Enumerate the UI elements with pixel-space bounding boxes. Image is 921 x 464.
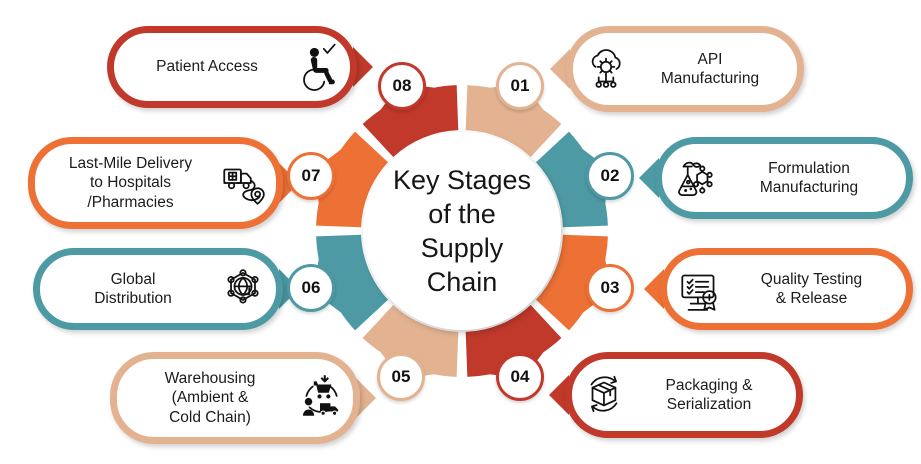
stage-badge-06[interactable]: 06	[287, 264, 335, 312]
card-tail-05	[356, 378, 376, 418]
stage-card-label-02: Formulation Manufacturing	[759, 159, 859, 196]
globe-network-icon	[216, 262, 270, 316]
stage-card-label-07: Last-Mile Delivery to Hospitals /Pharmac…	[68, 154, 193, 211]
card-tail-04	[549, 375, 569, 415]
center-title: Key Stages of the Supply Chain	[392, 164, 532, 298]
truck-route-pin-icon	[216, 156, 270, 210]
donut-segment-08[interactable]	[362, 83, 459, 158]
stage-card-04[interactable]: Packaging & Serialization	[565, 352, 803, 438]
stage-badge-08[interactable]: 08	[378, 62, 426, 110]
stage-badge-05[interactable]: 05	[377, 353, 425, 401]
stage-badge-07[interactable]: 07	[287, 152, 335, 200]
stage-card-label-08: Patient Access	[156, 58, 258, 76]
wheelchair-check-icon	[290, 40, 344, 94]
center-hub: Key Stages of the Supply Chain	[363, 132, 561, 330]
cart-person-truck-icon	[293, 371, 347, 425]
stage-card-label-05: Warehousing (Ambient & Cold Chain)	[164, 369, 256, 426]
donut-segment-03[interactable]	[535, 234, 610, 331]
stage-card-03[interactable]: Quality Testing & Release	[660, 248, 913, 330]
donut-segment-01[interactable]	[465, 83, 562, 158]
card-tail-01	[550, 49, 570, 89]
donut-segment-05[interactable]	[362, 304, 459, 379]
stage-card-06[interactable]: Global Distribution	[33, 248, 283, 330]
stage-card-label-01: API Manufacturing	[660, 50, 760, 87]
stage-card-label-06: Global Distribution	[94, 270, 172, 307]
stage-card-label-03: Quality Testing & Release	[760, 270, 863, 307]
stage-card-02[interactable]: Formulation Manufacturing	[655, 137, 913, 219]
stage-badge-01[interactable]: 01	[496, 62, 544, 110]
cloud-gear-icon	[579, 42, 633, 96]
donut-segment-06[interactable]	[314, 234, 389, 331]
monitor-checklist-award-icon	[673, 262, 727, 316]
flask-molecule-icon	[668, 151, 722, 205]
card-tail-02	[639, 158, 659, 198]
donut-segment-07[interactable]	[314, 131, 389, 228]
card-tail-08	[353, 47, 373, 87]
stage-card-05[interactable]: Warehousing (Ambient & Cold Chain)	[110, 352, 360, 444]
donut-segment-02[interactable]	[535, 131, 610, 228]
stage-card-label-04: Packaging & Serialization	[665, 376, 753, 413]
box-refresh-icon	[578, 368, 632, 422]
card-tail-03	[644, 269, 664, 309]
stage-badge-03[interactable]: 03	[586, 264, 634, 312]
stage-badge-02[interactable]: 02	[586, 152, 634, 200]
stage-card-01[interactable]: API Manufacturing	[566, 26, 804, 112]
stage-badge-04[interactable]: 04	[496, 353, 544, 401]
stage-card-07[interactable]: Last-Mile Delivery to Hospitals /Pharmac…	[28, 137, 283, 229]
stage-card-08[interactable]: Patient Access	[107, 26, 357, 108]
donut-segment-04[interactable]	[465, 304, 562, 379]
